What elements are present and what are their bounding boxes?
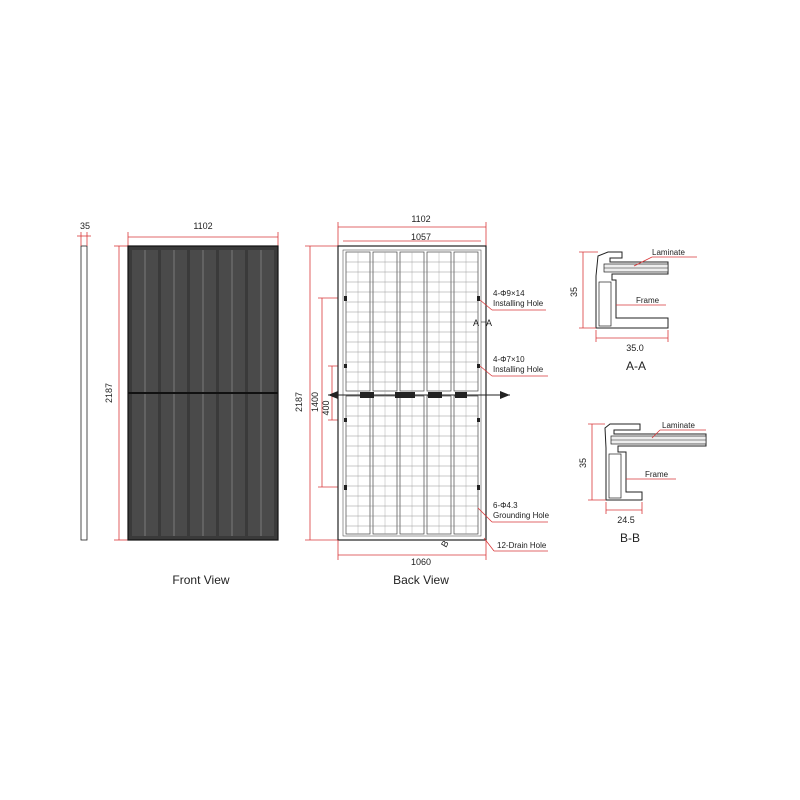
back-height-label: 2187 xyxy=(294,392,304,412)
installing-hole-2-spec: 4-Φ7×10 xyxy=(493,355,525,364)
installing-hole-1-spec: 4-Φ9×14 xyxy=(493,289,525,298)
junction-box-cable xyxy=(328,391,510,399)
callout-leaders xyxy=(477,299,548,552)
aa-frame-label: Frame xyxy=(636,296,660,305)
bb-laminate-label: Laminate xyxy=(662,421,695,430)
front-width-label: 1102 xyxy=(193,221,212,231)
section-bb: 35 24.5 Laminate Frame B-B xyxy=(578,421,707,545)
bb-width-label: 24.5 xyxy=(617,515,635,525)
back-hole-pitch-label: 1400 xyxy=(310,392,320,412)
grounding-hole-text: Grounding Hole xyxy=(493,511,550,520)
front-view: 1102 2187 Front View xyxy=(104,221,279,587)
back-view-caption: Back View xyxy=(393,573,449,587)
frame-profile-bb xyxy=(604,423,707,501)
frame-profile-aa xyxy=(595,251,669,329)
bb-height-label: 35 xyxy=(578,458,588,468)
section-a-marker: A xyxy=(473,318,479,328)
section-b-marker: B xyxy=(439,539,451,549)
bb-caption: B-B xyxy=(620,531,640,545)
side-thickness-label: 35 xyxy=(80,221,90,231)
aa-width-label: 35.0 xyxy=(626,343,644,353)
back-hole-pitch2-label: 400 xyxy=(321,400,331,415)
back-cell-grid xyxy=(345,251,479,535)
back-bottom-width-label: 1060 xyxy=(411,557,431,567)
back-view: 1102 1057 2187 1400 400 xyxy=(294,214,550,587)
back-width-label: 1102 xyxy=(411,214,430,224)
side-view: 35 xyxy=(77,221,91,541)
aa-caption: A-A xyxy=(626,359,646,373)
back-inner-width-label: 1057 xyxy=(411,232,431,242)
front-view-caption: Front View xyxy=(172,573,229,587)
section-a-marker-2: A xyxy=(486,318,492,328)
installing-hole-1-text: Installing Hole xyxy=(493,299,544,308)
bb-frame-label: Frame xyxy=(645,470,669,479)
aa-height-label: 35 xyxy=(569,287,579,297)
front-cell-grid xyxy=(128,250,278,536)
section-aa: 35 35.0 Laminate Frame A-A xyxy=(569,248,697,373)
front-height-label: 2187 xyxy=(104,383,114,403)
grounding-hole-spec: 6-Φ4.3 xyxy=(493,501,518,510)
installing-hole-2-text: Installing Hole xyxy=(493,365,544,374)
aa-laminate-label: Laminate xyxy=(652,248,685,257)
mounting-holes xyxy=(344,296,480,490)
drain-hole-text: 12-Drain Hole xyxy=(497,541,547,550)
